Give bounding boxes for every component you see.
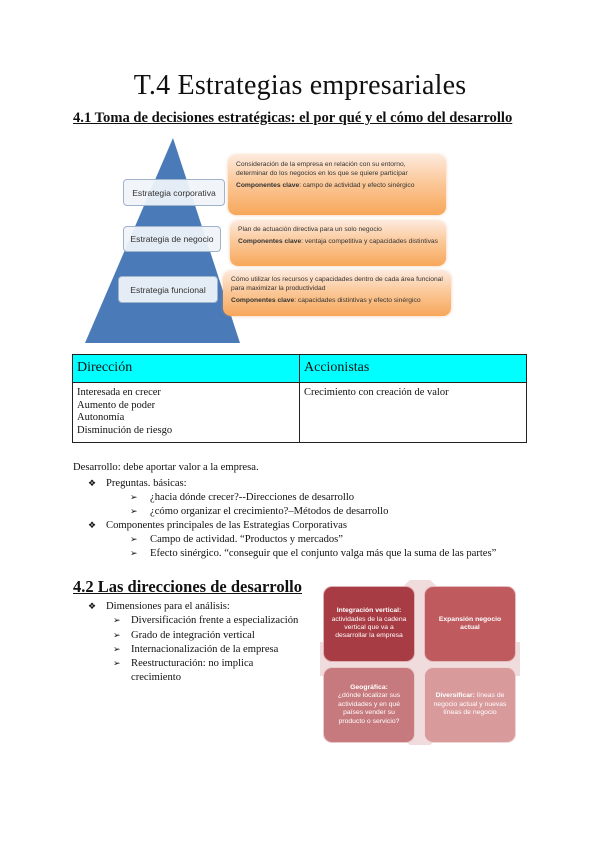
matrix-cell-text: ¿dónde localizar sus actividades y en qu… bbox=[337, 692, 401, 725]
matrix-cell-geographic: Geográfica: ¿dónde localizar sus activid… bbox=[323, 667, 415, 743]
section-heading-4-2: 4.2 Las direcciones de desarrollo bbox=[73, 577, 303, 596]
matrix-cell-title: Diversificar: bbox=[435, 692, 475, 700]
list-item: ❖ Preguntas. básicas: bbox=[73, 477, 496, 491]
list-item-text: Campo de actividad. “Productos y mercado… bbox=[150, 534, 343, 545]
key-components-text: : ventaja competitiva y capacidades dist… bbox=[301, 237, 438, 245]
list-item: ➢ ¿cómo organizar el crecimiento?–Método… bbox=[73, 505, 496, 519]
table-cell-line: Interesada en crecer bbox=[77, 387, 161, 398]
pyramid-level-label-business: Estrategia de negocio bbox=[123, 226, 221, 252]
table-cell-direccion: Interesada en crecer Aumento de poder Au… bbox=[72, 382, 300, 443]
key-components-label: Componentes clave bbox=[236, 181, 300, 189]
intro-paragraph: Desarrollo: debe aportar valor a la empr… bbox=[73, 462, 259, 473]
list-item-text: Dimensiones para el análisis: bbox=[106, 601, 230, 612]
level-description: Plan de actuación directiva para un solo… bbox=[238, 226, 382, 233]
bullet-list-section-2: ❖ Dimensiones para el análisis: ➢ Divers… bbox=[73, 600, 303, 686]
table-header-accionistas: Accionistas bbox=[299, 354, 527, 383]
direction-vs-shareholders-table: Dirección Accionistas Interesada en crec… bbox=[72, 354, 527, 443]
list-item: ➢ Reestructuración: no implica crecimien… bbox=[73, 657, 303, 686]
development-directions-matrix: Integración vertical: actividades de la … bbox=[320, 580, 520, 745]
diamond-bullet-icon: ❖ bbox=[88, 602, 97, 612]
matrix-cell-title: Integración vertical: bbox=[336, 607, 402, 615]
arrow-bullet-icon: ➢ bbox=[130, 493, 138, 503]
page-title: T.4 Estrategias empresariales bbox=[133, 70, 467, 101]
list-item: ➢ Campo de actividad. “Productos y merca… bbox=[73, 533, 496, 547]
level-description: Cómo utilizar los recursos y capacidades… bbox=[231, 276, 443, 292]
arrow-bullet-icon: ➢ bbox=[130, 507, 138, 517]
arrow-bullet-icon: ➢ bbox=[113, 616, 121, 627]
matrix-cell-vertical-integration: Integración vertical: actividades de la … bbox=[323, 586, 415, 662]
matrix-cell-title: Expansión negocio actual bbox=[438, 615, 502, 631]
list-item: ➢ Diversificación frente a especializaci… bbox=[73, 614, 303, 628]
list-item-text: Diversificación frente a especialización bbox=[131, 615, 299, 627]
list-item: ➢ Internacionalización de la empresa bbox=[73, 643, 303, 657]
list-item: ➢ Grado de integración vertical bbox=[73, 629, 303, 643]
list-item: ❖ Dimensiones para el análisis: bbox=[73, 600, 303, 614]
arrow-bullet-icon: ➢ bbox=[130, 549, 138, 559]
arrow-bullet-icon: ➢ bbox=[113, 630, 121, 641]
key-components-text: : campo de actividad y efecto sinérgico bbox=[299, 181, 415, 189]
matrix-cell-text: actividades de la cadena vertical que va… bbox=[331, 615, 407, 640]
matrix-cell-expansion: Expansión negocio actual bbox=[424, 586, 516, 662]
list-item-text: Reestructuración: no implica crecimiento bbox=[131, 658, 254, 684]
matrix-cell-diversification: Diversificar: líneas de negocio actual y… bbox=[424, 667, 516, 743]
table-cell-line: Aumento de poder bbox=[77, 399, 156, 411]
key-components-label: Componentes clave bbox=[238, 237, 302, 245]
table-cell-accionistas: Crecimiento con creación de valor bbox=[299, 382, 527, 443]
list-item-text: ¿hacia dónde crecer?--Direcciones de des… bbox=[150, 492, 355, 503]
level-description: Consideración de la empresa en relación … bbox=[236, 161, 408, 177]
pyramid-level-box-functional: Cómo utilizar los recursos y capacidades… bbox=[223, 271, 451, 316]
diamond-bullet-icon: ❖ bbox=[88, 479, 97, 489]
key-components-text: : capacidades distintivas y efecto sinér… bbox=[294, 296, 421, 304]
matrix-cell-title: Geográfica: bbox=[350, 683, 388, 691]
arrow-bullet-icon: ➢ bbox=[113, 659, 121, 670]
arrow-bullet-icon: ➢ bbox=[113, 644, 121, 655]
list-item-text: Preguntas. básicas: bbox=[106, 478, 187, 489]
list-item: ➢ Efecto sinérgico. “conseguir que el co… bbox=[73, 547, 496, 561]
pyramid-level-box-business: Plan de actuación directiva para un solo… bbox=[230, 221, 446, 266]
pyramid-level-box-corporate: Consideración de la empresa en relación … bbox=[228, 155, 446, 215]
list-item: ➢ ¿hacia dónde crecer?--Direcciones de d… bbox=[73, 491, 496, 505]
pyramid-level-label-functional: Estrategia funcional bbox=[118, 276, 218, 303]
list-item-text: Grado de integración vertical bbox=[131, 629, 255, 641]
matrix-cell-text: líneas de negocio actual y nuevas líneas… bbox=[433, 692, 507, 717]
table-header-row: Dirección Accionistas bbox=[72, 354, 527, 383]
list-item-text: Efecto sinérgico. “conseguir que el conj… bbox=[150, 548, 497, 559]
table-cell-line: Crecimiento con creación de valor bbox=[304, 387, 449, 398]
table-cell-line: Autonomía bbox=[77, 412, 125, 423]
list-item-text: Componentes principales de las Estrategi… bbox=[106, 520, 347, 531]
table-row: Interesada en crecer Aumento de poder Au… bbox=[72, 382, 527, 443]
strategy-pyramid-diagram: Estrategia corporativa Estrategia de neg… bbox=[85, 138, 460, 343]
diamond-bullet-icon: ❖ bbox=[88, 521, 97, 531]
pyramid-level-label-corporate: Estrategia corporativa bbox=[123, 179, 225, 206]
section-heading-4-1: 4.1 Toma de decisiones estratégicas: el … bbox=[73, 110, 513, 126]
table-cell-line: Disminución de riesgo bbox=[77, 424, 173, 436]
key-components-label: Componentes clave bbox=[231, 296, 295, 304]
list-item-text: ¿cómo organizar el crecimiento?–Métodos … bbox=[150, 506, 389, 517]
list-item: ❖ Componentes principales de las Estrate… bbox=[73, 519, 496, 533]
bullet-list-section-1: ❖ Preguntas. básicas: ➢ ¿hacia dónde cre… bbox=[73, 477, 496, 561]
list-item-text: Internacionalización de la empresa bbox=[131, 643, 279, 655]
table-header-direccion: Dirección bbox=[72, 354, 300, 383]
arrow-bullet-icon: ➢ bbox=[130, 535, 138, 545]
